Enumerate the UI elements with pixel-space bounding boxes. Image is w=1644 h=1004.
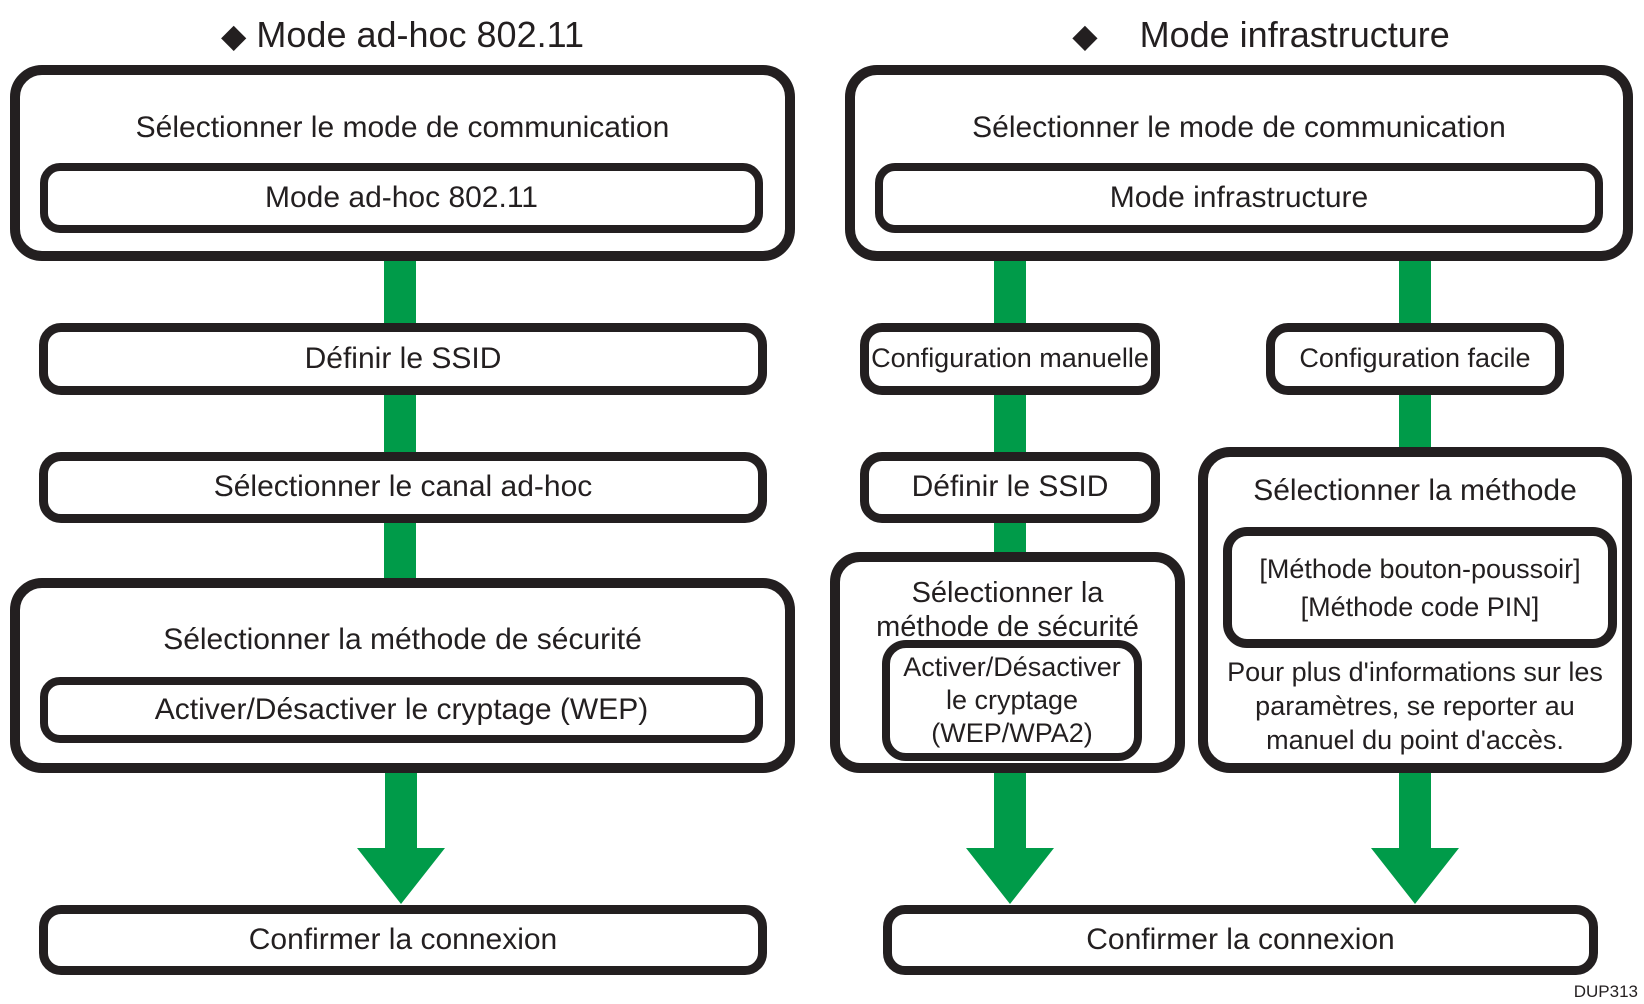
- infra-mode-value: Mode infrastructure: [1109, 181, 1369, 214]
- adhoc-confirm-box: Confirmer la connexion: [39, 905, 767, 975]
- adhoc-flow-title: ◆ Mode ad-hoc 802.11: [10, 12, 795, 58]
- adhoc-wep-value-box: Activer/Désactiver le cryptage (WEP): [40, 677, 763, 743]
- arrow-shaft: [994, 768, 1026, 850]
- arrow-shaft: [385, 768, 417, 850]
- infra-mode-value-box: Mode infrastructure: [875, 163, 1603, 233]
- adhoc-security-box: Sélectionner la méthode de sécurité Acti…: [10, 578, 795, 773]
- flow-connector: [384, 388, 416, 458]
- arrow-down-icon: [966, 848, 1054, 904]
- arrow-down-icon: [357, 848, 445, 904]
- easy-config-box: Configuration facile: [1266, 323, 1564, 395]
- method-select-box: Sélectionner la méthode [Méthode bouton-…: [1198, 447, 1632, 773]
- adhoc-title-text: Mode ad-hoc 802.11: [256, 14, 584, 55]
- adhoc-mode-value: Mode ad-hoc 802.11: [265, 181, 538, 214]
- adhoc-wep-value: Activer/Désactiver le cryptage (WEP): [154, 693, 649, 726]
- adhoc-select-mode-label: Sélectionner le mode de communication: [135, 110, 670, 144]
- adhoc-mode-value-box: Mode ad-hoc 802.11: [40, 163, 763, 233]
- infra-flow-title: ◆ Mode infrastructure: [867, 12, 1644, 58]
- flow-connector: [384, 516, 416, 586]
- flow-connector: [994, 255, 1026, 329]
- manual-config-box: Configuration manuelle: [860, 323, 1160, 395]
- arrow-shaft: [1399, 768, 1431, 850]
- flow-connector: [384, 255, 416, 329]
- infra-confirm-label: Confirmer la connexion: [1086, 922, 1395, 956]
- adhoc-channel-label: Sélectionner le canal ad-hoc: [213, 470, 593, 504]
- method-note: Pour plus d'informations sur les paramèt…: [1227, 657, 1603, 755]
- flow-connector: [994, 388, 1026, 458]
- infra-ssid-label: Définir le SSID: [911, 470, 1109, 504]
- infra-select-mode-box: Sélectionner le mode de communication Mo…: [845, 65, 1633, 261]
- arrow-down-icon: [1371, 848, 1459, 904]
- diamond-icon: ◆: [221, 16, 247, 54]
- manual-config-label: Configuration manuelle: [871, 343, 1149, 374]
- method-options-box: [Méthode bouton-poussoir] [Méthode code …: [1223, 527, 1617, 648]
- infra-security-label: Sélectionner la méthode de sécurité: [876, 577, 1139, 643]
- figure-id: DUP313: [1573, 982, 1638, 1001]
- infra-select-mode-label: Sélectionner le mode de communication: [972, 110, 1506, 144]
- adhoc-ssid-box: Définir le SSID: [39, 323, 767, 395]
- adhoc-select-mode-box: Sélectionner le mode de communication Mo…: [10, 65, 795, 261]
- infra-ssid-box: Définir le SSID: [860, 452, 1160, 523]
- flow-connector: [1399, 388, 1431, 454]
- adhoc-confirm-label: Confirmer la connexion: [248, 922, 558, 956]
- adhoc-security-label: Sélectionner la méthode de sécurité: [163, 623, 642, 657]
- flow-connector: [1399, 255, 1431, 329]
- infra-title-text: Mode infrastructure: [1139, 14, 1450, 55]
- adhoc-ssid-label: Définir le SSID: [304, 341, 502, 375]
- infra-security-box: Sélectionner la méthode de sécurité Acti…: [830, 552, 1185, 773]
- flow-connector: [994, 516, 1026, 558]
- diamond-icon: ◆: [1072, 16, 1098, 54]
- infra-security-value-box: Activer/Désactiver le cryptage (WEP/WPA2…: [882, 640, 1142, 761]
- method-select-label: Sélectionner la méthode: [1253, 473, 1577, 507]
- easy-config-label: Configuration facile: [1299, 343, 1531, 374]
- infra-confirm-box: Confirmer la connexion: [883, 905, 1598, 975]
- adhoc-channel-box: Sélectionner le canal ad-hoc: [39, 452, 767, 523]
